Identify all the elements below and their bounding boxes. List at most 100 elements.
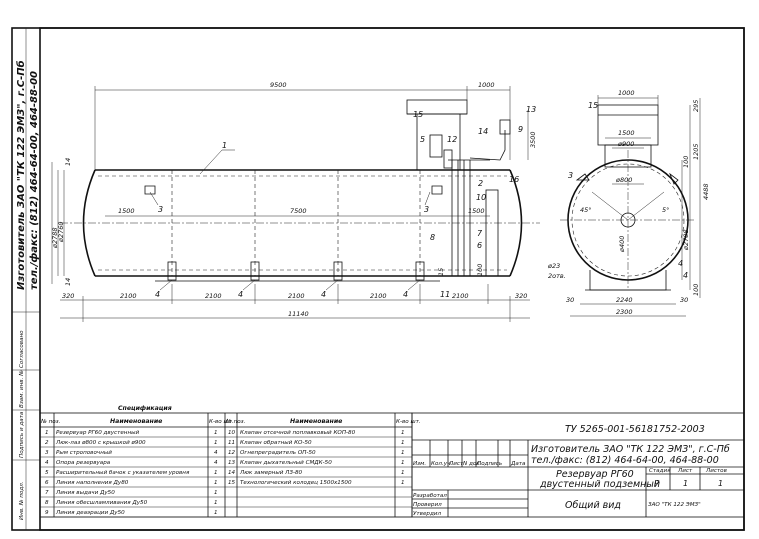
spec-head-pos2: № поз. (225, 419, 246, 425)
spec-left-name: Рым строповочный (56, 450, 112, 456)
spec-left-name: Расширительный бачок с указателем уровня (56, 470, 190, 476)
spec-right-pos: 15 (228, 480, 236, 486)
dim-3500: 3500 (529, 131, 537, 148)
dim-2788: ø2788 (51, 227, 59, 249)
spec-right-name: Клапан обратный КО-50 (240, 440, 312, 446)
callout-2: 2 (478, 179, 483, 188)
tb-role-2: Утвердил (413, 511, 441, 517)
dim-320b: 320 (515, 292, 527, 300)
tb-col-0: Изм. (413, 461, 426, 467)
spec-left-pos: 4 (45, 460, 49, 466)
spec-left-qty: 1 (214, 430, 218, 436)
spec-left-qty: 1 (214, 480, 218, 486)
callout-3-front: 3 (158, 205, 163, 214)
spec-left-qty: 1 (214, 510, 218, 516)
spec-right-name: Люк замерный ЛЗ-80 (239, 470, 303, 476)
maker-line1: Изготовитель ЗАО "ТК 122 ЭМЗ", г.С-Пб (531, 444, 730, 455)
spec-left-pos: 7 (45, 490, 49, 496)
spec-left-qty: 1 (214, 490, 218, 496)
spec-left-pos: 8 (45, 500, 49, 506)
front-callout-leaders (149, 149, 431, 291)
dim-2300: 2300 (616, 308, 633, 316)
callout-8: 8 (430, 233, 435, 242)
product-name-2: двустенный подземный (539, 479, 660, 490)
maker-line2: тел./факс: (812) 464-64-00, 464-88-00 (531, 455, 719, 466)
sheet-value: 1 (683, 479, 688, 488)
callout-6: 6 (477, 241, 482, 250)
side-stamp-3: Взам. инв. № (19, 370, 25, 408)
callout-13: 13 (526, 105, 536, 114)
spec-left-pos: 1 (45, 430, 49, 436)
spec-left-pos: 5 (45, 470, 49, 476)
side-maker-line1: Изготовитель ЗАО "ТК 122 ЭМЗ", г.С-Пб (15, 60, 27, 290)
spec-left-qty: 1 (214, 440, 218, 446)
spec-left-name: Люк-лаз ø800 с крышкой ø900 (55, 440, 146, 446)
spec-left-pos: 3 (45, 450, 49, 456)
dim-2100-2: 2100 (205, 292, 222, 300)
tb-col-1: Кол.уч. (431, 461, 452, 467)
spec-left-pos: 2 (45, 440, 49, 446)
dim-400: ø400 (618, 236, 626, 253)
spec-right-pos: 14 (228, 470, 236, 476)
dim-320a: 320 (62, 292, 74, 300)
spec-head-pos: № поз. (40, 419, 61, 425)
dim-30b: 30 (680, 296, 688, 304)
callout-7: 7 (477, 229, 483, 238)
spec-right-pos: 13 (228, 460, 236, 466)
tb-role-0: Разработал (413, 493, 447, 499)
dim-7500: 7500 (290, 207, 307, 215)
callout-10: 10 (476, 193, 486, 202)
tb-col-3: N док. (463, 461, 482, 467)
callout-4-d: 4 (403, 290, 408, 299)
dim-9500: 9500 (270, 81, 287, 89)
dim-2100-5: 2100 (452, 292, 469, 300)
product-name-1: Резервуар РГ60 (556, 469, 634, 480)
callout-11: 11 (440, 290, 450, 299)
dim-45a: 45° (580, 206, 592, 214)
spec-left-name: Резервуар РГ60 двустенный (56, 430, 140, 436)
spec-right-pos: 10 (228, 430, 236, 436)
spec-left-qty: 1 (214, 470, 218, 476)
callout-16: 16 (509, 175, 519, 184)
sheets-label: Листов (705, 468, 727, 474)
spec-left-name: Линия обесшламливания Ду50 (55, 500, 148, 506)
dim-2100-4: 2100 (370, 292, 387, 300)
dim-14a: 14 (64, 158, 72, 166)
spec-left-qty: 4 (214, 460, 218, 466)
spec-right-qty: 1 (401, 480, 405, 486)
dim-100b: 100 (692, 284, 700, 296)
dim-2otv: 2отв. (548, 272, 566, 280)
spec-title: Спецификация (118, 404, 172, 412)
spec-left-qty: 1 (214, 500, 218, 506)
side-stamp-0: Согласовано (19, 330, 25, 368)
spec-left-pos: 9 (45, 510, 49, 516)
dim-30a: 30 (566, 296, 574, 304)
inner-frame (39, 27, 745, 531)
spec-right-name: Клапан дыхательный СМДК-50 (240, 460, 332, 466)
dim-800: ø800 (615, 176, 632, 184)
dim-2788-side: ø2788 (682, 229, 690, 251)
tb-col-5: Дата (510, 461, 526, 467)
dim-1000-side: 1000 (618, 89, 635, 97)
doc-code: ТУ 5265-001-56181752-2003 (565, 424, 705, 435)
sheets-value: 1 (718, 479, 723, 488)
tank-side-view (560, 104, 696, 291)
tank-front-view (60, 99, 540, 282)
callout-15-side: 15 (588, 101, 598, 110)
spec-head-name: Наименование (110, 418, 162, 425)
dim-2240: 2240 (616, 296, 633, 304)
dim-2100-3: 2100 (288, 292, 305, 300)
dim-15: 15 (437, 268, 445, 276)
spec-left-name: Линия деаэрации Ду50 (55, 510, 125, 516)
dim-1000-top: 1000 (478, 81, 495, 89)
front-dimensions (51, 86, 530, 322)
spec-left-name: Линия наполнения Ду80 (55, 480, 129, 486)
dim-23: ø23 (547, 262, 560, 270)
tb-col-4: Подпись (477, 461, 502, 467)
dim-2760: ø2760 (57, 221, 65, 243)
title-block (411, 412, 745, 518)
callout-14: 14 (478, 127, 488, 136)
spec-right-qty: 1 (401, 430, 405, 436)
